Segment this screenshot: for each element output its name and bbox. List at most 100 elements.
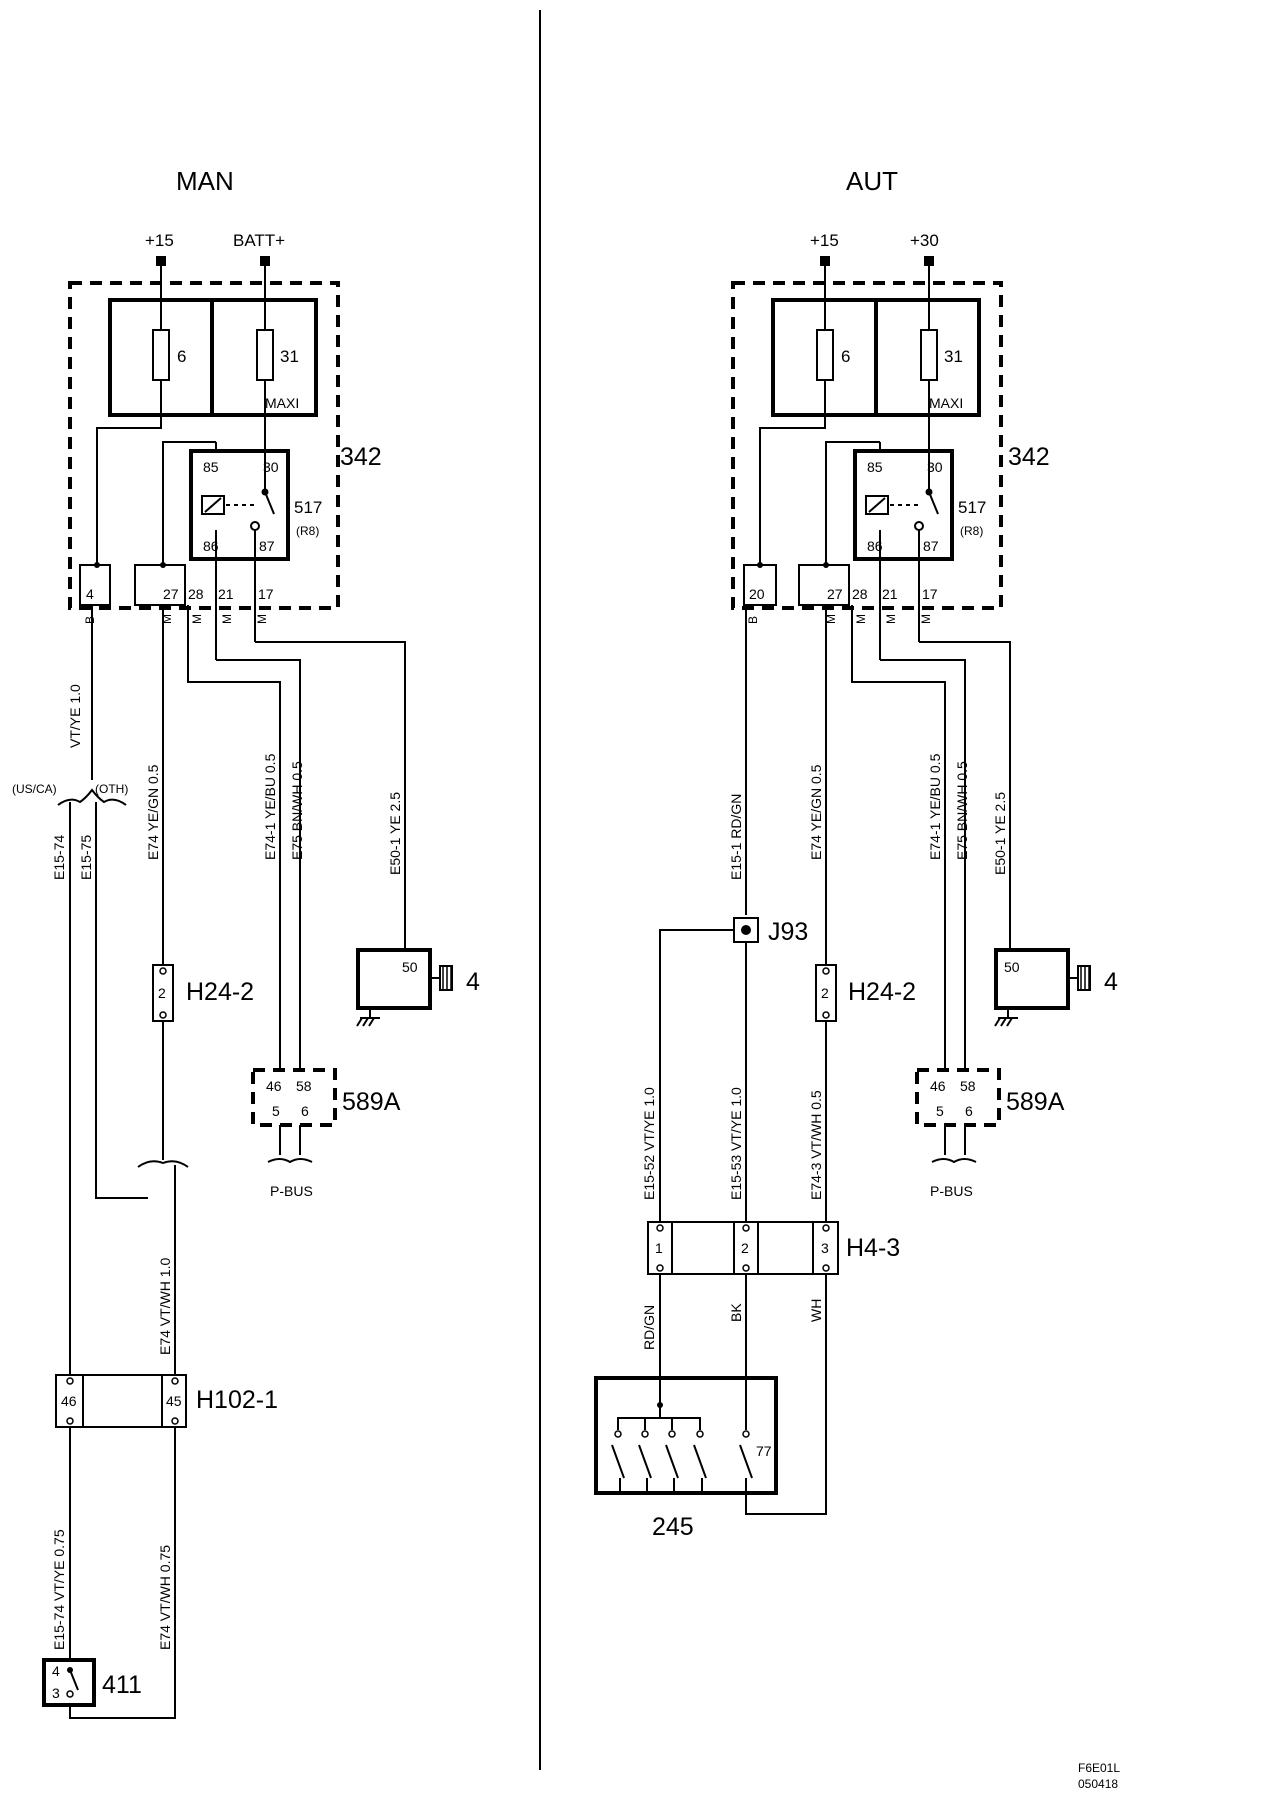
aut-component-4-label: 4 (1104, 968, 1118, 996)
svg-text:3: 3 (52, 1685, 60, 1701)
aut-j93-label: J93 (768, 918, 808, 946)
svg-text:28: 28 (188, 586, 204, 602)
svg-text:6: 6 (841, 347, 850, 366)
aut-connector-20 (743, 564, 777, 606)
man-589a-label: 589A (342, 1088, 401, 1116)
man-wire-e1574b: E15-74 VT/YE 0.75 (51, 1529, 67, 1650)
svg-text:E15-52 VT/YE 1.0: E15-52 VT/YE 1.0 (641, 1087, 657, 1200)
aut-fuse-6 (816, 329, 834, 381)
svg-text:E75 BN/WH 0.5: E75 BN/WH 0.5 (954, 761, 970, 860)
svg-text:WH: WH (808, 1299, 824, 1322)
svg-text:E74-1 YE/BU 0.5: E74-1 YE/BU 0.5 (927, 753, 943, 860)
man-usca-label: (US/CA) (12, 782, 57, 796)
man-h102-1-label: H102-1 (196, 1386, 278, 1414)
svg-text:77: 77 (756, 1443, 772, 1459)
aut-h4-3-label: H4-3 (846, 1234, 900, 1262)
svg-text:M: M (220, 614, 234, 624)
aut-box-342 (731, 281, 1003, 610)
svg-text:M: M (255, 614, 269, 624)
man-supply-batt: BATT+ (233, 231, 285, 250)
svg-text:4: 4 (86, 586, 94, 602)
svg-text:85: 85 (867, 459, 883, 475)
man-connector-4 (79, 564, 111, 606)
svg-text:RD/GN: RD/GN (641, 1305, 657, 1350)
svg-text:1: 1 (655, 1240, 663, 1256)
svg-text:17: 17 (922, 586, 938, 602)
aut-h24-2-label: H24-2 (848, 978, 916, 1006)
svg-text:50: 50 (402, 959, 418, 975)
svg-text:45: 45 (166, 1393, 182, 1409)
aut-relay-517-label: 517 (958, 498, 986, 517)
svg-text:17: 17 (258, 586, 274, 602)
svg-text:5: 5 (936, 1103, 944, 1119)
svg-text:85: 85 (203, 459, 219, 475)
svg-text:M: M (160, 614, 174, 624)
svg-text:E74-3 VT/WH 0.5: E74-3 VT/WH 0.5 (808, 1090, 824, 1200)
man-fuse-6 (152, 329, 170, 381)
aut-title: AUT (846, 166, 898, 196)
svg-text:46: 46 (61, 1393, 77, 1409)
man-fuse-31 (256, 329, 274, 381)
svg-text:86: 86 (867, 538, 883, 554)
svg-text:2: 2 (158, 985, 166, 1001)
aut-terminal-15 (820, 256, 830, 266)
man-fuse-6-label: 6 (177, 347, 186, 366)
svg-text:50: 50 (1004, 959, 1020, 975)
man-h24-2-label: H24-2 (186, 978, 254, 1006)
man-wire-e1575: E15-75 (78, 835, 94, 880)
man-oth-label: (OTH) (95, 782, 128, 796)
footer-code: F6E01L (1078, 1761, 1120, 1775)
svg-text:BK: BK (728, 1303, 744, 1322)
aut-connector-h4-3 (647, 1221, 839, 1275)
man-relay-517 (189, 449, 290, 561)
svg-text:M: M (884, 614, 898, 624)
aut-fuse-31 (920, 329, 938, 381)
man-wire-e74: E74 YE/GN 0.5 (145, 764, 161, 860)
svg-text:2: 2 (821, 985, 829, 1001)
man-fuse-31-label: 31 (280, 347, 299, 366)
svg-text:M: M (824, 614, 838, 624)
man-wire-e75: E75 BN/WH 0.5 (289, 761, 305, 860)
aut-supply-30: +30 (910, 231, 939, 250)
man-connector-h102-1 (55, 1374, 187, 1428)
svg-text:2: 2 (741, 1240, 749, 1256)
aut-terminal-30 (924, 256, 934, 266)
footer-date: 050418 (1078, 1777, 1118, 1791)
man-switch-411-label: 411 (102, 1671, 142, 1699)
svg-text:46: 46 (266, 1078, 282, 1094)
svg-text:27: 27 (163, 586, 179, 602)
man-wire-e1574: E15-74 (51, 835, 67, 880)
svg-text:46: 46 (930, 1078, 946, 1094)
svg-text:6: 6 (965, 1103, 973, 1119)
man-section: MAN +15 BATT+ 342 6 31 MAXI 85 30 86 87 (12, 166, 480, 1719)
aut-box-342-label: 342 (1008, 443, 1050, 471)
aut-connector-589a (915, 1068, 1001, 1127)
man-component-4-label: 4 (466, 968, 480, 996)
aut-relay-517-sub: (R8) (960, 524, 983, 538)
aut-switch-unit-245-label: 245 (652, 1513, 694, 1541)
svg-text:3: 3 (821, 1240, 829, 1256)
aut-245-contacts (611, 1430, 753, 1493)
aut-section: AUT +15 +30 342 6 31 MAXI 85 30 86 87 51… (594, 166, 1118, 1541)
man-connector-27 (134, 564, 186, 606)
svg-text:30: 30 (263, 459, 279, 475)
svg-text:B: B (746, 616, 760, 624)
man-wire-e741: E74-1 YE/BU 0.5 (262, 753, 278, 860)
svg-text:87: 87 (259, 538, 275, 554)
aut-pbus-label: P-BUS (930, 1183, 973, 1199)
svg-text:87: 87 (923, 538, 939, 554)
aut-connector-27 (798, 564, 850, 606)
svg-text:M: M (854, 614, 868, 624)
svg-text:5: 5 (272, 1103, 280, 1119)
man-wire-vtye: VT/YE 1.0 (67, 684, 83, 748)
svg-text:4: 4 (52, 1663, 60, 1679)
svg-text:27: 27 (827, 586, 843, 602)
man-relay-517-label: 517 (294, 498, 322, 517)
man-supply-15: +15 (145, 231, 174, 250)
aut-589a-label: 589A (1006, 1088, 1065, 1116)
aut-switch-unit-245 (594, 1376, 778, 1495)
man-box-342 (68, 281, 340, 610)
svg-text:20: 20 (749, 586, 765, 602)
man-switch-411 (42, 1658, 96, 1707)
